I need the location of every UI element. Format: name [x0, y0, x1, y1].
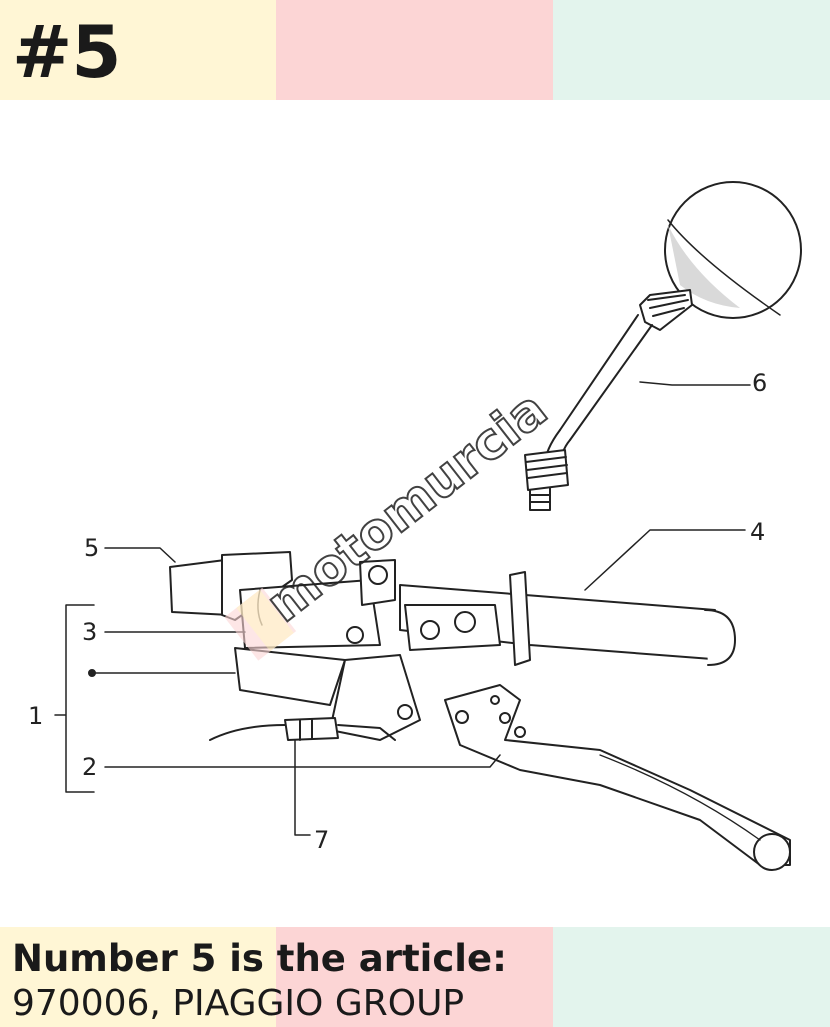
header-band	[0, 0, 830, 100]
stop-light-switch	[209, 717, 396, 741]
header-band-yellow	[0, 0, 276, 100]
rear-view-mirror	[524, 181, 802, 511]
header-band-mint	[553, 0, 830, 100]
exploded-parts-diagram: motomurcia 6 4 5 3 1 2 7	[28, 181, 802, 871]
part-number-badge: #5	[12, 10, 121, 94]
caption-title: Number 5 is the article:	[12, 937, 507, 980]
callout-1: 1	[28, 702, 43, 730]
brake-lever	[444, 684, 791, 871]
callout-4: 4	[750, 518, 765, 546]
callout-6: 6	[752, 369, 767, 397]
caption-band-mint	[553, 927, 830, 1027]
caption-band-pink	[276, 927, 553, 1027]
callout-2: 2	[82, 753, 97, 781]
caption-band	[0, 927, 830, 1027]
caption-band-yellow	[0, 927, 276, 1027]
callout-7: 7	[314, 826, 329, 854]
article-caption: Number 5 is the article: 970006, PIAGGIO…	[12, 936, 507, 1026]
caption-detail: 970006, PIAGGIO GROUP	[12, 983, 465, 1024]
leader-lines	[54, 381, 751, 836]
handlebar-grip	[399, 571, 736, 666]
header-band-pink	[276, 0, 553, 100]
callout-3: 3	[82, 618, 97, 646]
callout-5: 5	[84, 534, 99, 562]
